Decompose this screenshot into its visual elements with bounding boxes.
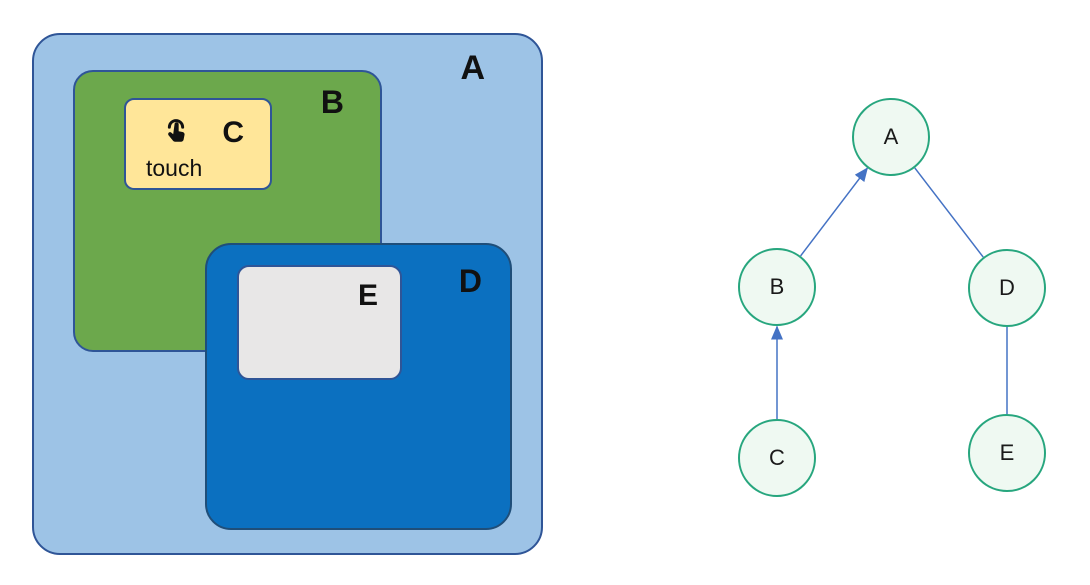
tree-node-a-label: A — [883, 124, 899, 149]
hierarchy-tree: A B D C E — [700, 60, 1070, 520]
tree-node-e: E — [968, 414, 1046, 492]
box-b-label: B — [320, 84, 344, 120]
tap-gesture-icon — [167, 119, 185, 142]
box-d-label: D — [458, 263, 482, 299]
tree-node-b: B — [738, 248, 816, 326]
box-c-label: C — [222, 116, 244, 149]
box-e-label: E — [357, 279, 378, 312]
tree-node-c-label: C — [769, 445, 785, 470]
box-c: C touch — [124, 98, 272, 190]
tree-node-a: A — [852, 98, 930, 176]
box-e: E — [237, 265, 402, 380]
edge-a-to-d — [914, 167, 984, 258]
tree-node-b-label: B — [769, 274, 785, 299]
box-a-label: A — [460, 49, 485, 87]
tree-node-d-label: D — [999, 275, 1015, 300]
edge-b-to-a — [800, 167, 869, 257]
tree-node-d: D — [968, 249, 1046, 327]
tree-node-c: C — [738, 419, 816, 497]
touch-label: touch — [146, 155, 203, 181]
tree-node-e-label: E — [999, 440, 1015, 465]
tree-edges — [771, 167, 1008, 419]
